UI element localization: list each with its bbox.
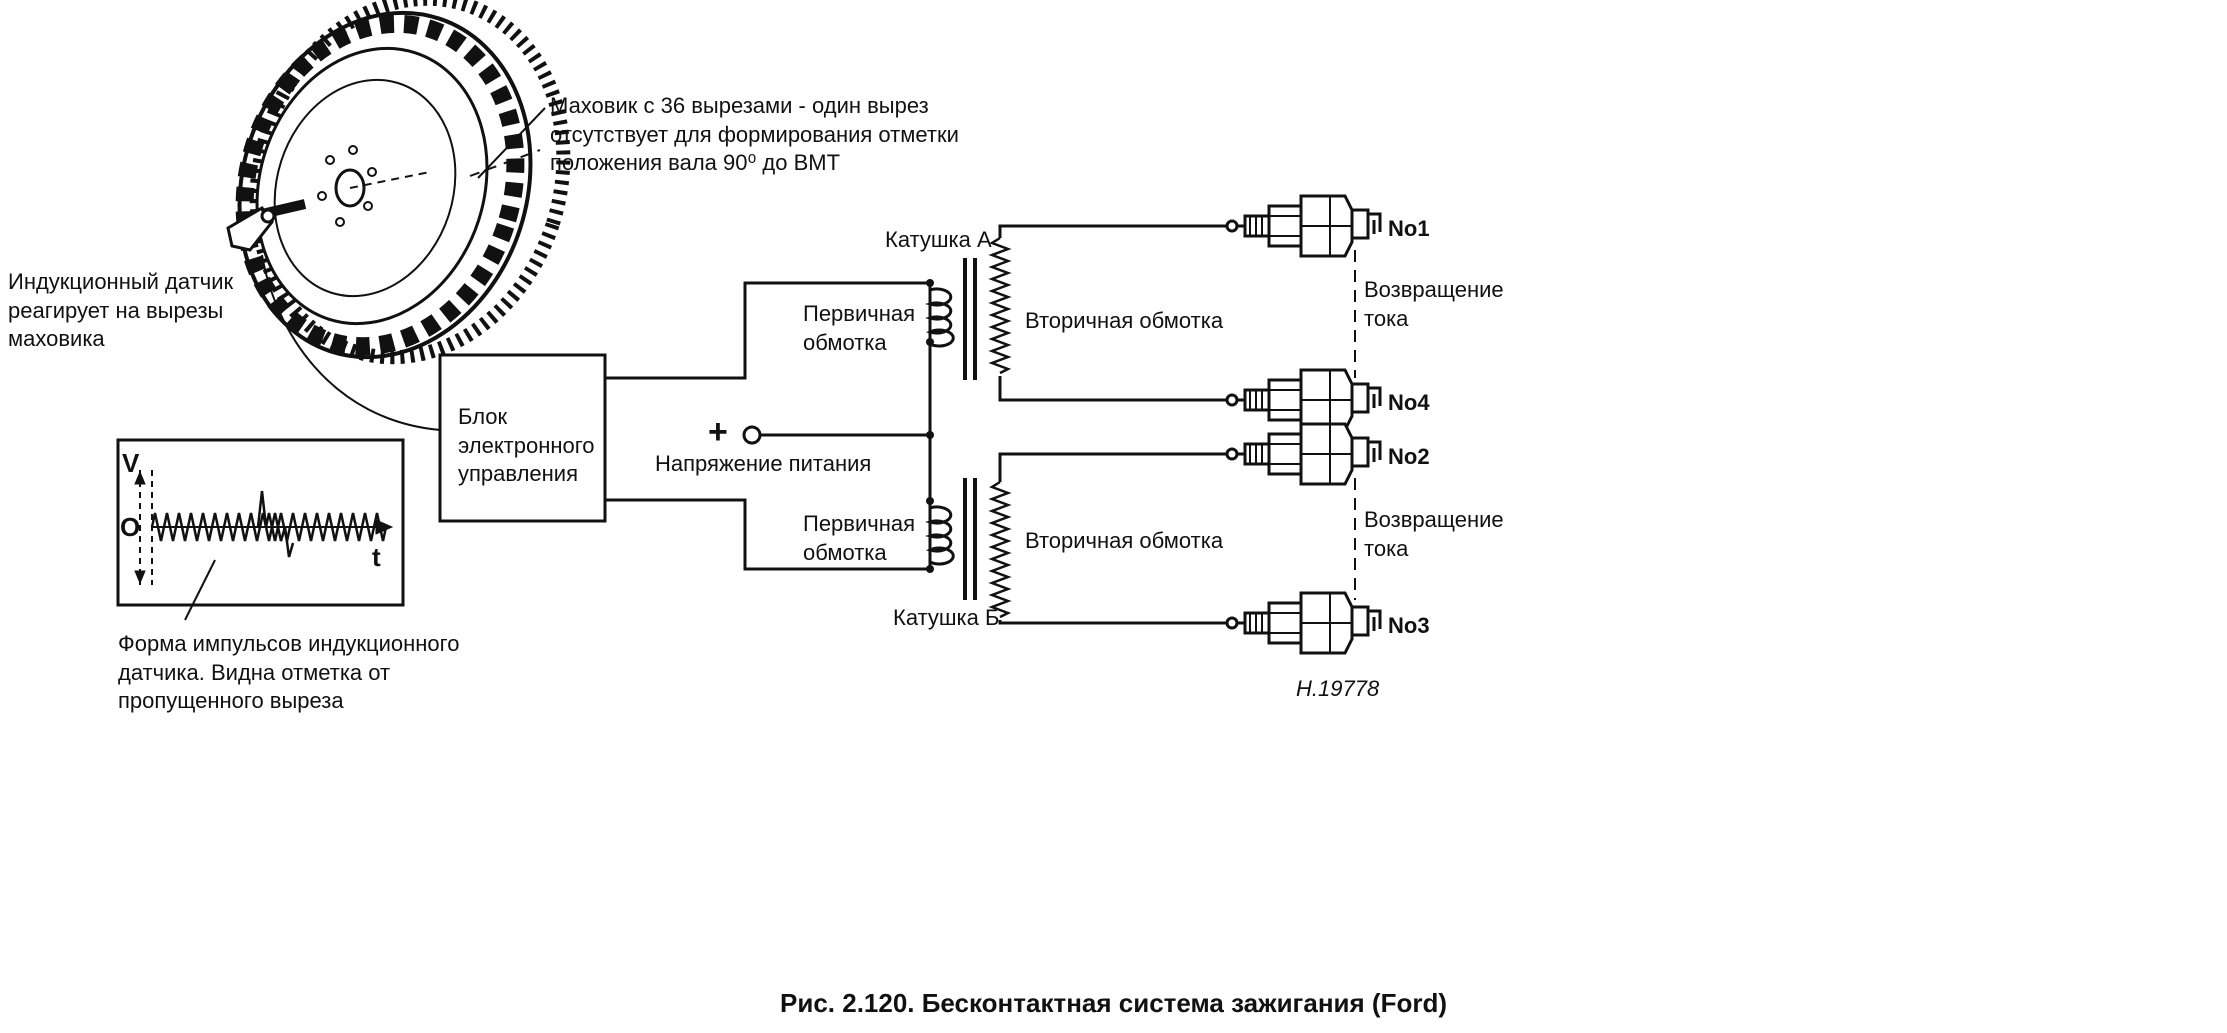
figure-reference: H.19778 xyxy=(1296,676,1380,701)
supply-label: Напряжение питания xyxy=(655,451,872,476)
coil-b-label: Катушка Б xyxy=(893,605,1000,630)
plug-label-no4: No4 xyxy=(1388,390,1430,415)
secondary-b-label: Вторичная обмотка xyxy=(1025,528,1224,553)
ecu-label: Блок электронного управления xyxy=(458,404,595,487)
plug-label-no3: No3 xyxy=(1388,613,1430,638)
primary-b-label: Первичная обмотка xyxy=(803,511,916,565)
spark-plug-icon xyxy=(1225,591,1382,655)
ecu-box xyxy=(438,353,607,523)
waveform-plot xyxy=(134,470,394,585)
coil-icon xyxy=(925,236,1012,380)
return-label-2: Возвращение тока xyxy=(1364,507,1504,561)
coil-icon xyxy=(925,478,1012,619)
return-label-1: Возвращение тока xyxy=(1364,277,1504,331)
spark-plug-icon xyxy=(1225,422,1382,486)
spark-plug-icon xyxy=(1225,368,1382,432)
flywheel-label: Маховик с 36 вырезами - один вырез отсут… xyxy=(550,93,959,176)
plus-sign: + xyxy=(708,413,728,451)
plug-label-no1: No1 xyxy=(1388,216,1430,241)
spark-plug-icon xyxy=(1225,194,1382,258)
sensor-label: Индукционный датчик реагирует на вырезы … xyxy=(8,269,234,352)
flywheel-icon xyxy=(235,0,571,365)
secondary-a-label: Вторичная обмотка xyxy=(1025,308,1224,333)
waveform-caption: Форма импульсов индукционного датчика. В… xyxy=(118,631,460,714)
figure-caption: Рис. 2.120. Бесконтактная система зажига… xyxy=(780,988,1447,1018)
coil-a-label: Катушка А xyxy=(885,227,992,252)
supply-terminal xyxy=(742,425,762,445)
plug-label-no2: No2 xyxy=(1388,444,1430,469)
axis-v-label: V xyxy=(122,448,140,478)
inductive-sensor-icon xyxy=(226,199,307,252)
primary-a-label: Первичная обмотка xyxy=(803,301,916,355)
axis-t-label: t xyxy=(372,542,381,572)
secondary-wiring xyxy=(998,224,1230,625)
axis-o-label: O xyxy=(120,512,141,542)
